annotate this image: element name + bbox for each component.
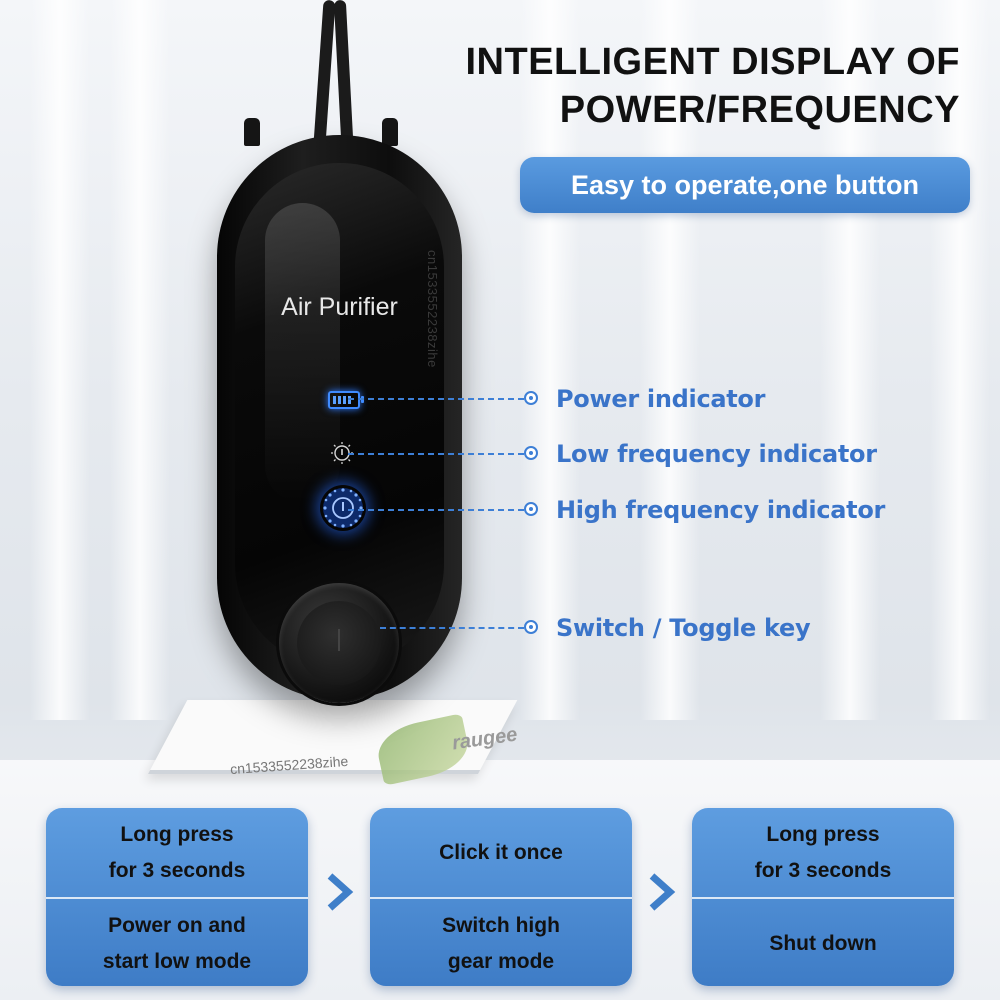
step-result: Power on and start low mode [46,897,308,986]
step-action: Long press for 3 seconds [46,808,308,897]
step-card-2: Click it once Switch high gear mode [370,808,632,986]
device-gloss [265,203,340,503]
power-button-inner [297,601,381,685]
callout-dot [524,391,538,405]
air-purifier-device: Air Purifier [217,135,462,703]
power-button-mark [338,629,340,651]
callout-label: High frequency indicator [556,496,886,524]
step-result: Switch high gear mode [370,897,632,986]
curtain-fold [110,0,170,720]
step-card-3: Long press for 3 seconds Shut down [692,808,954,986]
step-action-line: Click it once [439,840,563,864]
callout-label: Switch / Toggle key [556,614,811,642]
step-result-line: Switch high [442,913,560,937]
step-action-line: Long press [766,822,880,846]
callout-dot [524,502,538,516]
chevron-right-icon [649,873,676,911]
step-action-line: for 3 seconds [108,858,246,882]
headline-line-1: INTELLIGENT DISPLAY OF [465,41,960,83]
callout-dot [524,446,538,460]
callout-label: Low frequency indicator [556,440,877,468]
subtitle-pill: Easy to operate,one button [520,157,970,213]
step-result-line: start low mode [102,949,252,973]
callout-dot [524,620,538,634]
step-result-line: Power on and [108,913,246,937]
step-result-line: gear mode [447,949,555,973]
step-action: Click it once [370,808,632,897]
chevron-right-icon [327,873,354,911]
watermark-device-side: cn1533552238zihe [425,250,440,368]
curtain-fold [820,0,880,720]
step-result: Shut down [692,897,954,986]
step-action-line: for 3 seconds [754,858,892,882]
curtain-fold [930,0,990,720]
step-result-line: Shut down [769,931,877,955]
curtain-fold [640,0,700,720]
step-action-line: Long press [120,822,234,846]
callout-line [348,398,524,400]
battery-icon [328,391,364,409]
headline: INTELLIGENT DISPLAY OF POWER/FREQUENCY [260,38,960,134]
callout-line [348,509,524,511]
callout-label: Power indicator [556,385,766,413]
callout-line [348,453,524,455]
step-action: Long press for 3 seconds [692,808,954,897]
lanyard-peg [244,118,260,146]
device-brand-label: Air Purifier [281,293,398,321]
power-button-icon[interactable] [279,583,399,703]
curtain-fold [520,0,580,720]
step-card-1: Long press for 3 seconds Power on and st… [46,808,308,986]
device-face: Air Purifier [235,163,444,703]
curtain-fold [30,0,90,720]
high-frequency-glyph [323,488,363,528]
headline-line-2: POWER/FREQUENCY [559,89,960,131]
callout-line [380,627,524,629]
lanyard-peg [382,118,398,146]
high-frequency-icon [320,485,366,531]
